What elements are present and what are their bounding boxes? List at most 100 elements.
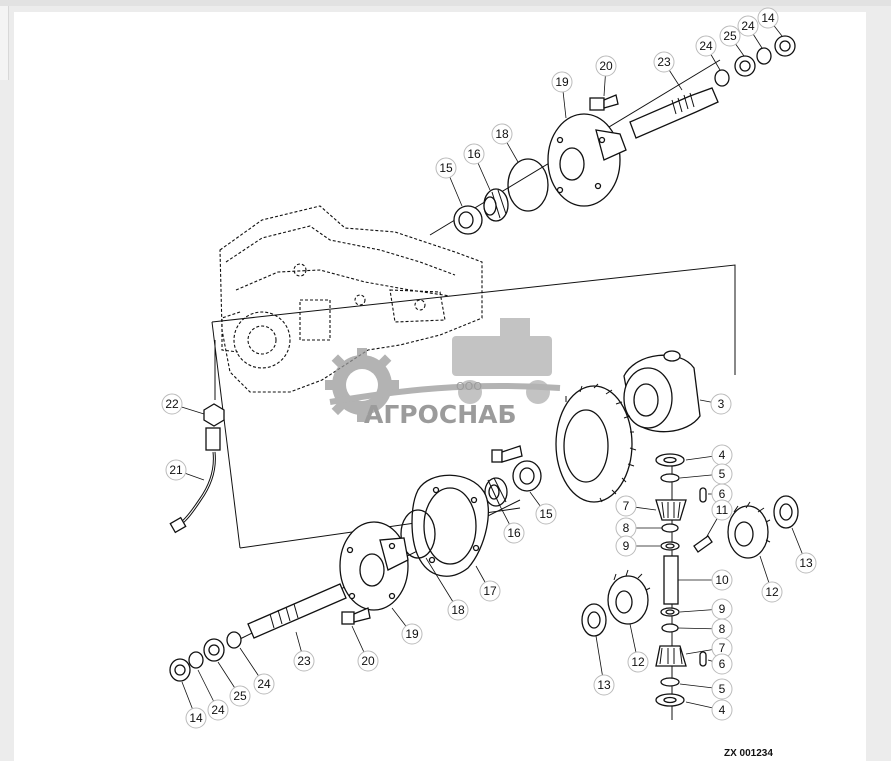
- callout-7: 7: [615, 495, 657, 517]
- callout-4: 4: [685, 699, 733, 721]
- part-13-thrust-washer-left: [581, 603, 607, 637]
- callout-16: 16: [499, 505, 525, 544]
- part-14-seal-upper: [774, 35, 796, 57]
- callout-20: 20: [351, 625, 379, 672]
- callout-24: 24: [239, 647, 275, 695]
- callout-label: 21: [169, 463, 183, 477]
- part-16-bearing-upper: [483, 188, 509, 222]
- callout-17: 17: [475, 565, 501, 602]
- callout-25: 25: [217, 661, 251, 707]
- part-8-washer-top: [661, 523, 679, 533]
- callout-12: 12: [627, 623, 649, 673]
- callout-label: 25: [233, 689, 247, 703]
- part-12-side-gear-right: [727, 501, 771, 559]
- part-17-gasket: [411, 474, 490, 577]
- callout-9: 9: [615, 535, 660, 557]
- part-7-pinion-top: [655, 499, 687, 521]
- callout-label: 12: [765, 585, 779, 599]
- spider-gear-group: [581, 453, 799, 707]
- part-24-washer-upper-outer: [756, 47, 772, 65]
- part-16-bearing-lower: [484, 477, 508, 507]
- callout-label: 19: [555, 75, 569, 89]
- part-19-flange-lower: [339, 521, 409, 611]
- callout-label: 22: [165, 397, 179, 411]
- callout-label: 19: [405, 627, 419, 641]
- callout-15: 15: [529, 491, 557, 525]
- callout-24: 24: [197, 669, 229, 721]
- callout-24: 24: [737, 15, 763, 49]
- callout-13: 13: [593, 635, 615, 696]
- part-8-washer-bottom: [661, 623, 679, 633]
- callout-label: 5: [719, 682, 726, 696]
- callout-label: 20: [599, 59, 613, 73]
- callout-label: 7: [623, 499, 630, 513]
- part-18-oring-lower: [400, 509, 436, 559]
- part-23-shaft-upper: [629, 87, 719, 139]
- callout-5: 5: [679, 678, 733, 700]
- callout-22: 22: [161, 393, 205, 415]
- part-24-washer-lower-inner: [226, 631, 242, 649]
- callout-label: 8: [719, 622, 726, 636]
- callout-label: 24: [257, 677, 271, 691]
- part-6-pin-bottom: [699, 651, 707, 667]
- callout-6: 6: [707, 653, 733, 675]
- part-9-washer-bottom: [660, 607, 680, 617]
- part-3-differential-case: [623, 350, 701, 433]
- callout-label: 20: [361, 654, 375, 668]
- ring-gear: [555, 383, 637, 503]
- part-9-washer-top: [660, 541, 680, 551]
- part-11-pin: [693, 535, 713, 553]
- watermark-line2: АГРОСНАБ: [364, 400, 517, 429]
- transmission-housing-outline: [219, 205, 483, 393]
- callout-label: 18: [495, 127, 509, 141]
- callout-18: 18: [491, 123, 519, 163]
- callout-label: 7: [719, 641, 726, 655]
- callout-label: 17: [483, 584, 497, 598]
- callout-label: 15: [439, 161, 453, 175]
- part-20-bolt-lower: [341, 607, 371, 625]
- callout-11: 11: [705, 499, 733, 539]
- gear-icon: [325, 348, 399, 422]
- callout-label: 4: [719, 448, 726, 462]
- callout-6: 6: [708, 483, 733, 505]
- part-13-thrust-washer-right: [773, 495, 799, 529]
- callout-9: 9: [679, 598, 733, 620]
- callout-14: 14: [757, 7, 783, 37]
- callout-label: 13: [597, 678, 611, 692]
- callout-5: 5: [679, 463, 733, 485]
- part-24-washer-upper-inner: [714, 69, 730, 87]
- part-4-washer-bottom: [655, 693, 685, 707]
- callout-label: 3: [718, 397, 725, 411]
- upper-output-shaft-group: [453, 35, 796, 235]
- callout-label: 15: [539, 507, 553, 521]
- callout-label: 12: [631, 655, 645, 669]
- callout-14: 14: [181, 681, 207, 729]
- callout-8: 8: [677, 618, 733, 640]
- callout-16: 16: [463, 143, 491, 191]
- part-18-oring-upper: [507, 158, 549, 212]
- callout-label: 16: [507, 526, 521, 540]
- callout-label: 24: [211, 703, 225, 717]
- ring-gear-bolt: [491, 445, 523, 463]
- callout-label: 23: [297, 654, 311, 668]
- speed-sensor-group: [169, 403, 225, 534]
- callout-15: 15: [435, 157, 463, 207]
- callout-20: 20: [595, 55, 617, 97]
- callout-10: 10: [678, 569, 733, 591]
- callout-label: 6: [719, 487, 726, 501]
- callout-label: 4: [719, 703, 726, 717]
- part-15-race-lower: [512, 460, 542, 492]
- lower-output-shaft-group: [169, 460, 542, 682]
- figure-code: ZX 001234: [724, 748, 773, 759]
- callout-23: 23: [293, 631, 315, 672]
- part-14-seal-lower: [169, 658, 191, 682]
- callout-21: 21: [165, 459, 205, 481]
- part-10-cross-shaft: [663, 555, 679, 605]
- callout-3: 3: [699, 393, 732, 415]
- callout-25: 25: [719, 25, 745, 57]
- callout-label: 14: [761, 11, 775, 25]
- watermark-logo: ООО АГРОСНАБ: [325, 318, 561, 429]
- callout-24: 24: [695, 35, 721, 71]
